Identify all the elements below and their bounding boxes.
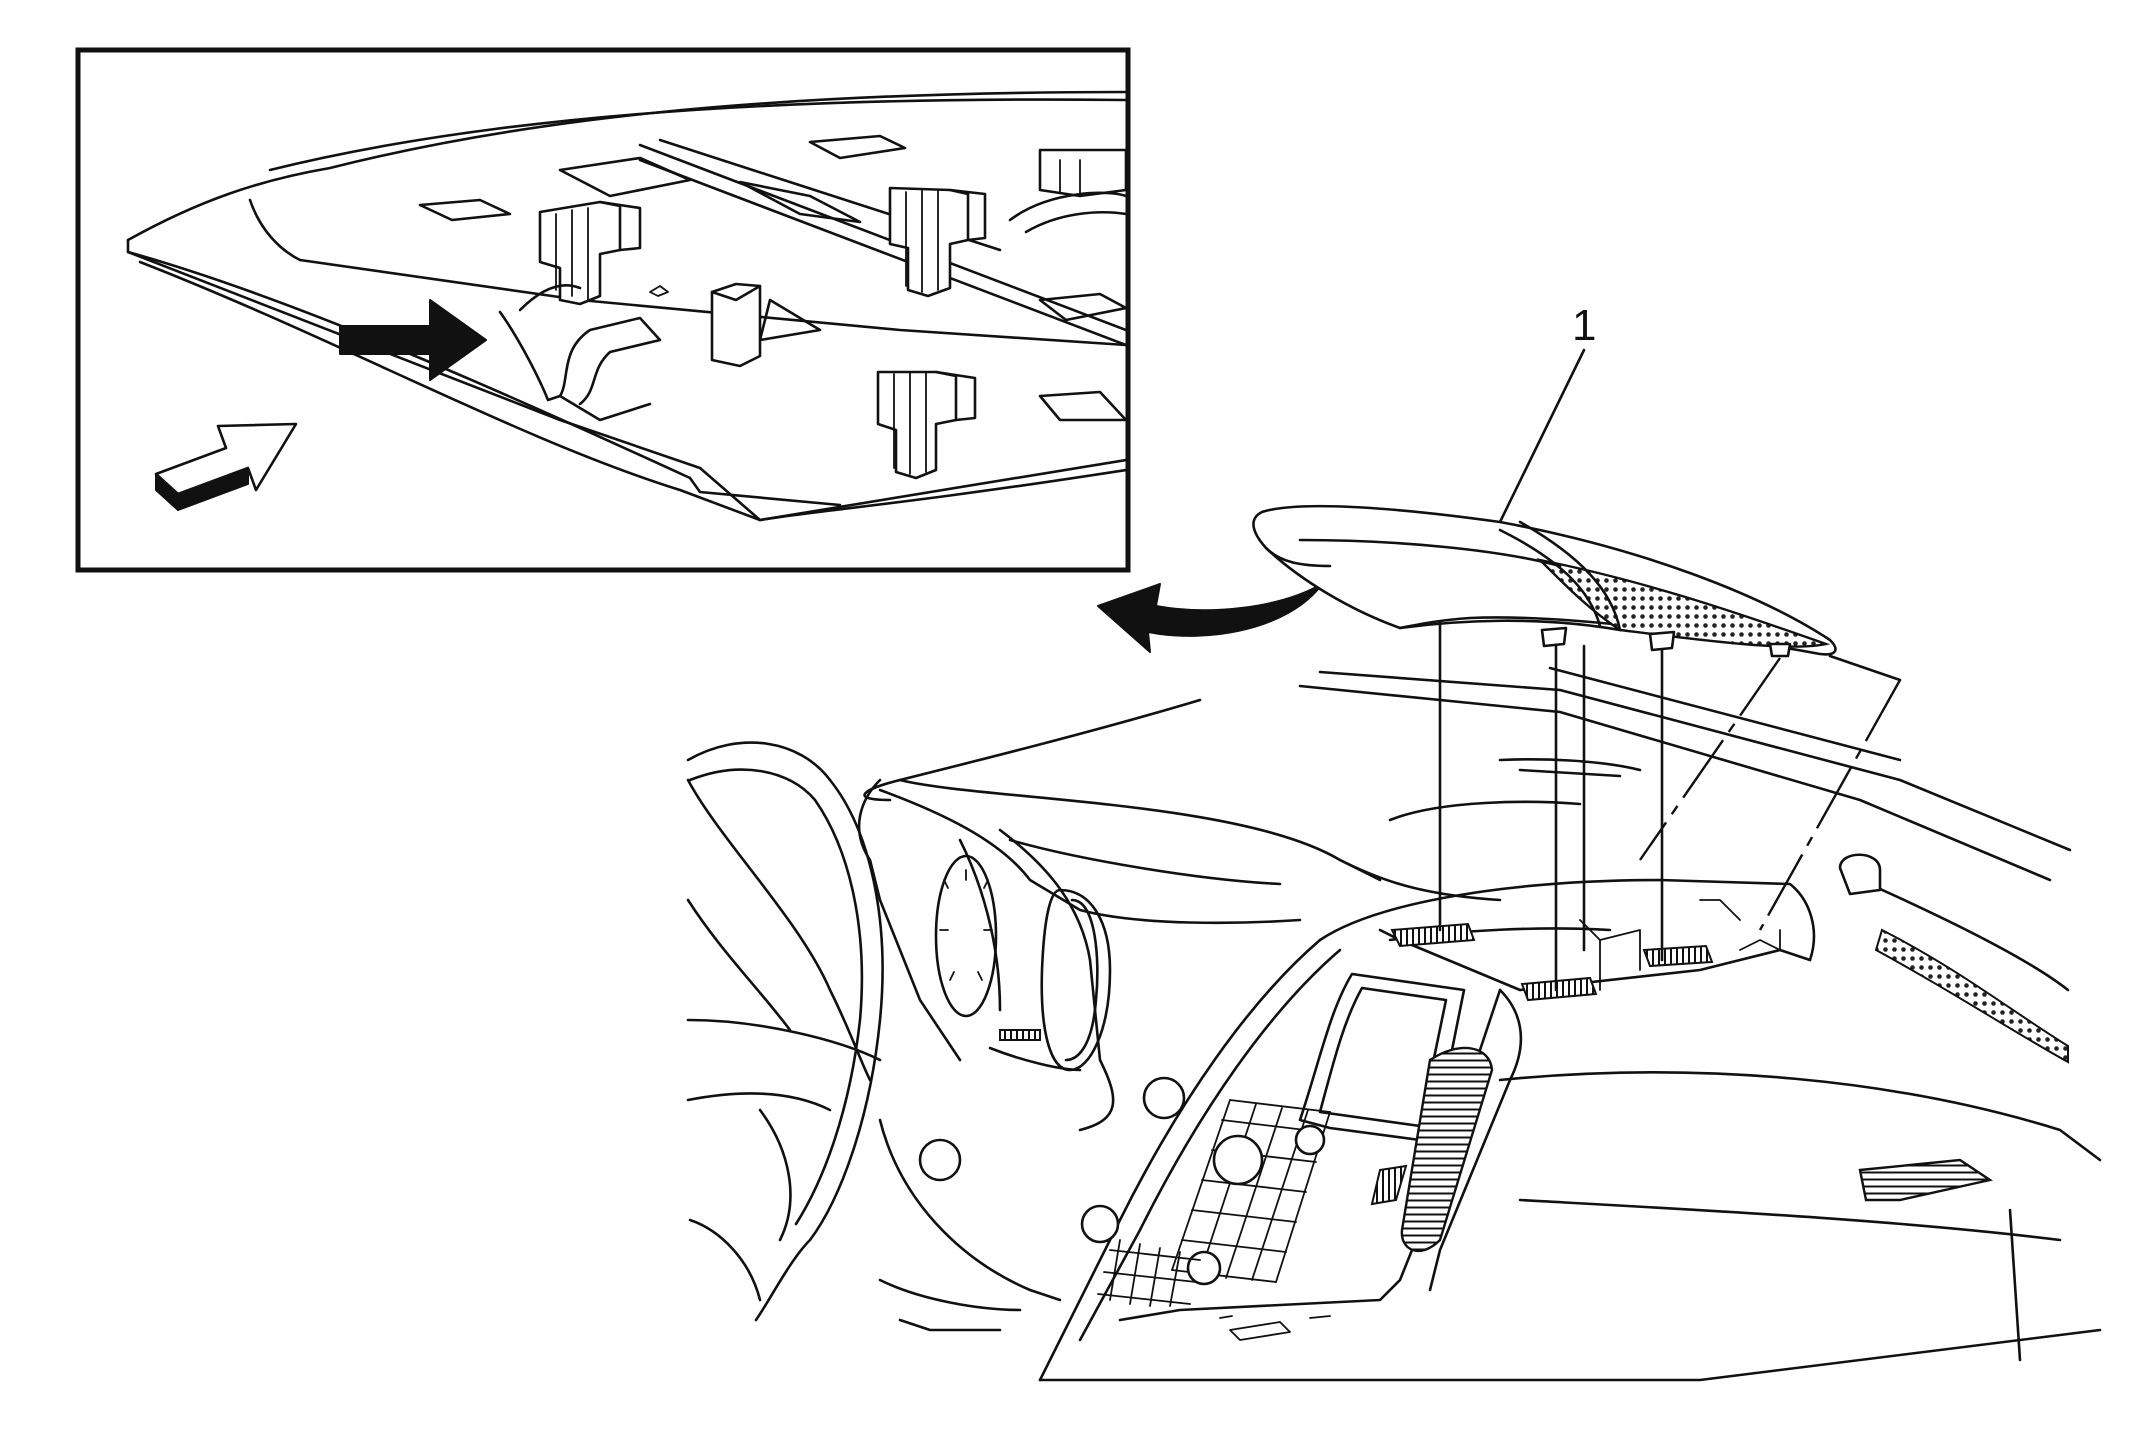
callout-leader-line: [1498, 348, 1586, 524]
panel-top-edge: [126, 90, 1126, 242]
instrument-panel: [686, 666, 2102, 1382]
vent-opening-2: [1520, 976, 1598, 1002]
hollow-view-arrow-icon: [154, 422, 298, 511]
vent-opening-1: [1390, 922, 1476, 948]
callout-label-1: 1: [1572, 301, 1596, 350]
vent-opening-3: [1642, 944, 1714, 968]
alignment-lines: [1438, 620, 1902, 992]
vent-knob: [1370, 1164, 1408, 1206]
power-knob: [1142, 1076, 1186, 1120]
right-climate-knob: [1186, 1250, 1222, 1286]
retainer-clip-3: [876, 370, 977, 480]
center-knob: [1212, 1134, 1264, 1186]
clip-stud-1: [1540, 626, 1568, 648]
curved-move-arrow-icon: [1097, 583, 1323, 653]
retainer-clip-5: [1038, 148, 1126, 198]
passenger-vent: [1858, 1158, 1994, 1202]
retainer-clip-2: [888, 186, 987, 298]
left-climate-knob: [1080, 1204, 1120, 1244]
callout-1: 1: [1498, 301, 1596, 524]
defrost-grille: [1874, 928, 2069, 1064]
clip-stud-3: [1768, 642, 1792, 658]
radio-control-buttons: [1080, 1076, 1331, 1307]
retainer-clip-4: [710, 282, 762, 368]
detail-view-inset: [75, 47, 1131, 573]
right-air-vent: [1400, 1046, 1494, 1252]
steering-wheel-rim: [686, 741, 884, 1322]
ignition-switch: [918, 1138, 962, 1182]
speaker-grille-panel: [1252, 504, 1837, 658]
speedometer: [934, 854, 998, 1018]
solid-arrow-icon: [339, 299, 487, 381]
clip-stud-2: [1648, 630, 1676, 652]
retainer-clip-1: [538, 200, 642, 306]
sunload-sensor: [1838, 853, 1882, 896]
